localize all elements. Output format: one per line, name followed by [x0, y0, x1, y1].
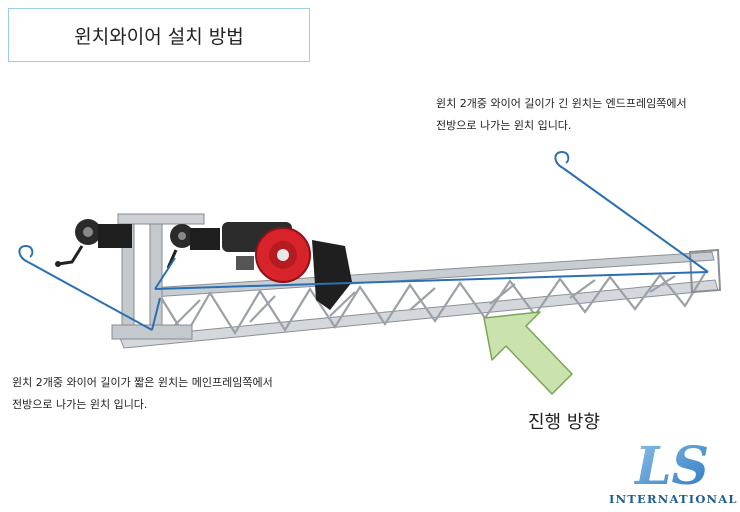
winch-right [166, 224, 220, 269]
drum-wire [151, 297, 161, 331]
page-title: 윈치와이어 설치 방법 [74, 25, 244, 48]
long-wire-note: 윈치 2개중 와이어 길이가 긴 윈치는 엔드프레임쪽에서 전방으로 나가는 윈… [436, 93, 687, 137]
direction-arrow-icon [483, 311, 573, 395]
short-wire-note-line-1: 윈치 2개중 와이어 길이가 짧은 윈치는 메인프레임쪽에서 [12, 376, 273, 389]
short-wire-rope [27, 261, 153, 331]
winch-left [55, 219, 132, 267]
long-wire-rope-along-frame [154, 271, 709, 290]
long-wire-rope-front [562, 167, 709, 273]
direction-label: 진행 방향 [528, 412, 600, 433]
short-wire-note: 윈치 2개중 와이어 길이가 짧은 윈치는 메인프레임쪽에서 전방으로 나가는 … [12, 372, 273, 416]
short-wire-hook-icon [18, 244, 34, 263]
long-wire-note-line-2: 전방으로 나가는 윈치 입니다. [436, 119, 572, 132]
long-wire-hook-icon [554, 150, 570, 169]
title-box: 윈치와이어 설치 방법 [8, 8, 310, 62]
short-wire-note-line-2: 전방으로 나가는 윈치 입니다. [12, 398, 148, 411]
wire-ropes [18, 150, 709, 331]
logo-subtitle: INTERNATIONAL [609, 492, 738, 506]
winch-feed-wire [154, 257, 176, 290]
logo-mark: LS [633, 438, 709, 497]
engine [222, 222, 352, 310]
long-wire-note-line-1: 윈치 2개중 와이어 길이가 긴 윈치는 엔드프레임쪽에서 [436, 97, 687, 110]
ls-international-logo-icon: LS [633, 438, 709, 497]
